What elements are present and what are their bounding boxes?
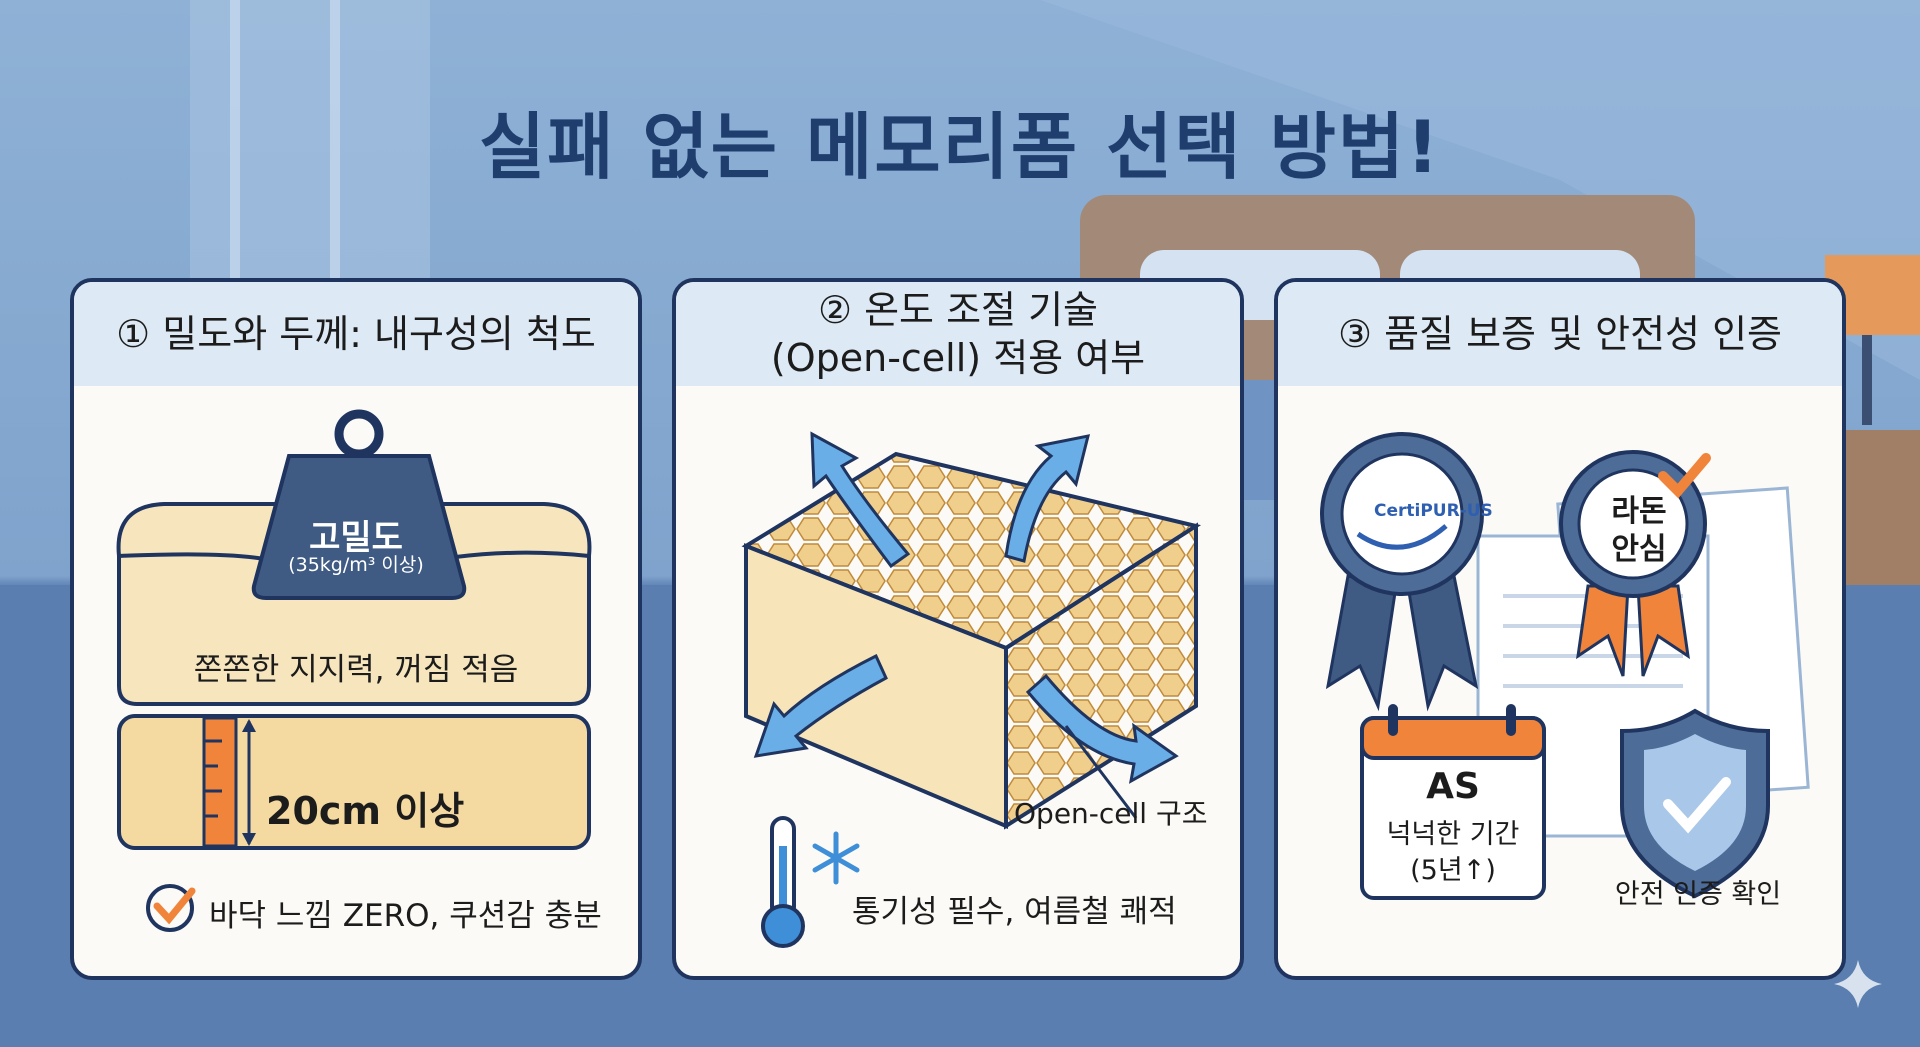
structure-label: Open-cell 구조 (1014, 797, 1208, 830)
check-icon (146, 884, 196, 932)
card-heading-text: ③ 품질 보증 및 안전성 인증 (1337, 312, 1783, 356)
page-title: 실패 없는 메모리폼 선택 방법! (479, 105, 1441, 189)
open-cell-illustration (741, 431, 1202, 948)
check-text: 바닥 느낌 ZERO, 쿠션감 충분 (209, 898, 602, 934)
sparkle-icon (1834, 960, 1882, 1008)
card-density-thickness: ① 밀도와 두께: 내구성의 척도 고밀도 (35kg/m³ 이상) 쫀쫀한 지… (70, 278, 642, 980)
certification-illustration (1320, 432, 1810, 900)
mattress-illustration (116, 409, 592, 932)
ruler-icon (202, 716, 256, 848)
support-text: 쫀쫀한 지지력, 꺼짐 적음 (193, 652, 519, 688)
card-heading: ① 밀도와 두께: 내구성의 척도 (74, 282, 638, 386)
card-heading-text: ① 밀도와 두께: 내구성의 척도 (116, 312, 596, 356)
radon-label-line2: 안심 (1611, 532, 1667, 567)
as-line2: (5년↑) (1410, 855, 1496, 886)
shield-text: 안전 인증 확인 (1614, 879, 1782, 910)
thickness-text: 20cm 이상 (266, 789, 465, 833)
radon-badge-icon (1559, 450, 1711, 677)
airflow-arrow-icon (753, 431, 1179, 784)
bottom-text: 통기성 필수, 여름철 쾌적 (852, 894, 1177, 930)
shield-check-icon (1620, 708, 1770, 899)
certipur-label: CertiPUR-US (1374, 501, 1493, 521)
as-title: AS (1426, 766, 1480, 807)
foam-block-icon (741, 451, 1202, 830)
card-heading-line2: (Open-cell) 적용 여부 (770, 336, 1146, 380)
certipur-badge-icon (1320, 432, 1484, 712)
calendar-icon (1360, 704, 1546, 900)
weight-sublabel: (35kg/m³ 이상) (288, 554, 424, 576)
radon-label-line1: 라돈 (1611, 494, 1667, 529)
card-heading: ③ 품질 보증 및 안전성 인증 (1278, 282, 1842, 386)
as-line1: 넉넉한 기간 (1386, 819, 1520, 850)
thermometer-icon (761, 816, 805, 948)
card-temperature: ② 온도 조절 기술 (Open-cell) 적용 여부 (672, 278, 1244, 980)
weight-icon (251, 409, 467, 600)
card-heading-line1: ② 온도 조절 기술 (817, 288, 1099, 332)
card-heading: ② 온도 조절 기술 (Open-cell) 적용 여부 (676, 282, 1240, 386)
snowflake-icon (812, 831, 860, 885)
weight-label: 고밀도 (309, 518, 403, 558)
card-quality-safety: ③ 품질 보증 및 안전성 인증 (1274, 278, 1846, 980)
